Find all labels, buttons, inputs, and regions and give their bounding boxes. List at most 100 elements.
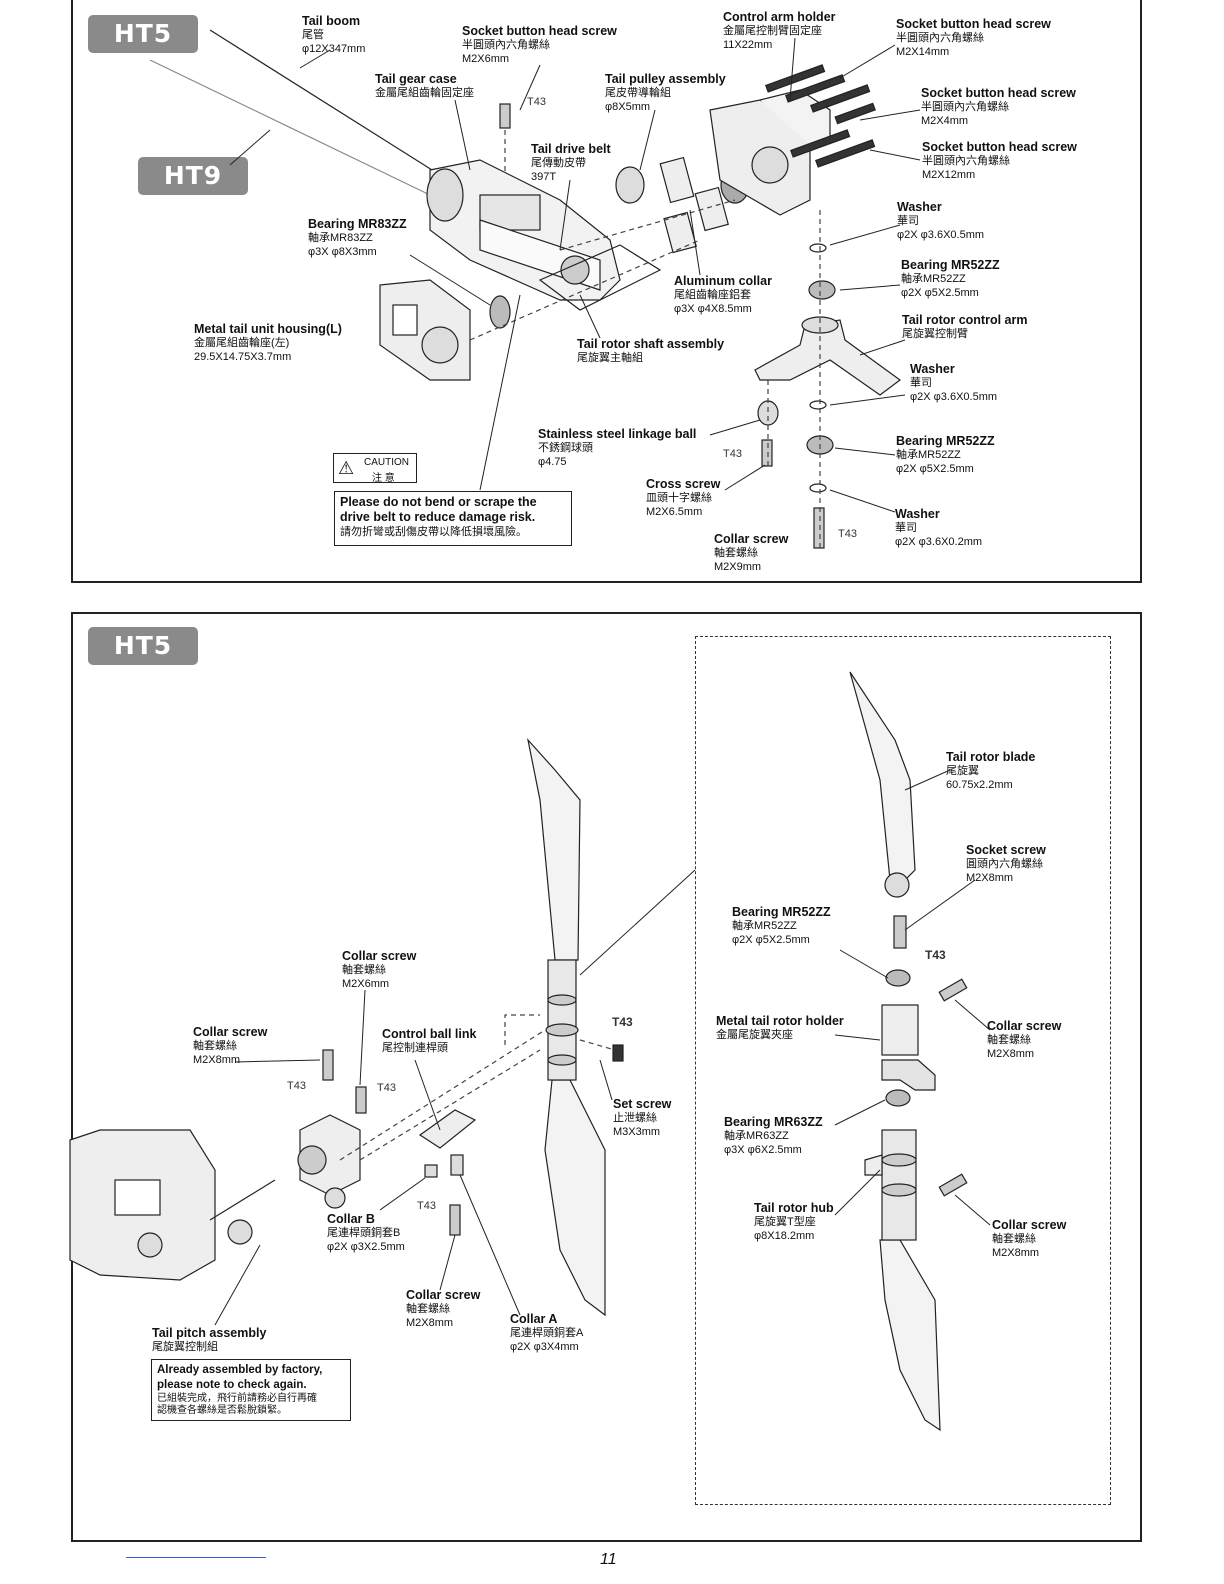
tail-rotor-control-arm-shape — [754, 316, 902, 396]
linkage-ball-shape — [757, 400, 779, 426]
detail-dashed-box — [695, 636, 1111, 1505]
washer-3-shape — [809, 483, 827, 493]
tail-boom-line-lower — [149, 59, 431, 196]
tag-t43-b3: T43 — [377, 1082, 396, 1094]
socket-screw-m2x6-shape — [499, 103, 511, 129]
leader-lines-top — [229, 37, 921, 513]
collar-screw-bottom-shape — [449, 1204, 461, 1236]
long-screws — [765, 64, 876, 168]
bearing-mr63zz-shape — [885, 1089, 911, 1107]
tag-t43-3: T43 — [838, 528, 857, 540]
aluminum-collar-b — [663, 211, 697, 254]
factory-note-box: Already assembled by factory, please not… — [151, 1359, 351, 1421]
assembly-dashed-lines-bottom — [339, 1014, 616, 1161]
metal-tail-housing-shape — [379, 279, 471, 381]
set-screw-shape — [612, 1044, 624, 1062]
warning-icon: ⚠ — [338, 458, 355, 478]
collar-screw-m2x6-shape — [355, 1086, 367, 1114]
bottom-diagram-panel — [71, 612, 1142, 1542]
tail-pulley-shape — [615, 166, 645, 204]
washer-2-shape — [809, 400, 827, 410]
tail-drive-belt-shape — [538, 244, 662, 311]
tail-rotor-hub-shape — [864, 1129, 917, 1241]
collar-b-shape — [424, 1164, 438, 1178]
washer-1-shape — [809, 243, 827, 253]
tail-gear-case-shape — [426, 159, 621, 301]
collar-screw-m2x9-shape — [813, 507, 825, 549]
badge-ht9: HT9 — [138, 157, 248, 195]
assembly-dashed-lines — [469, 130, 821, 550]
cross-screw-shape — [761, 439, 773, 467]
tail-pitch-assembly-shape — [69, 1129, 276, 1281]
footer-link-line — [126, 1557, 266, 1558]
collar-screw-m2x8-shape — [322, 1049, 334, 1081]
aluminum-collar-c — [694, 186, 729, 232]
large-tail-rotor-blade-shape — [526, 737, 606, 1317]
leader-lines-detail — [834, 769, 991, 1226]
metal-tail-rotor-holder-shape — [881, 1004, 936, 1091]
tag-t43-b4: T43 — [417, 1200, 436, 1212]
control-ball-link-shape — [418, 1109, 477, 1149]
control-arm-holder-shape — [709, 89, 831, 216]
tag-t43-2: T43 — [723, 448, 742, 460]
page-number: 11 — [600, 1551, 617, 1568]
detail-tail-rotor-blade-shape — [849, 671, 941, 1432]
tag-t43-b5: T43 — [925, 948, 946, 962]
tag-t43-1: T43 — [527, 96, 546, 108]
label-metal-tail-housing: Metal tail unit housing(L)金屬尾組齒輪座(左)29.5… — [194, 322, 342, 363]
pitch-slider-shape — [297, 1114, 361, 1209]
tail-boom-line-upper — [209, 29, 441, 176]
bearing-mr52zz-detail-shape — [885, 969, 911, 987]
bearing-mr52zz-1-shape — [808, 280, 836, 300]
leader-lines-bottom — [214, 869, 696, 1326]
collar-a-shape — [450, 1154, 464, 1176]
collar-screw-detail-1-shape — [938, 978, 968, 1002]
tag-t43-b2: T43 — [287, 1080, 306, 1092]
bearing-mr83zz-shape — [489, 295, 511, 329]
socket-screw-m2x8-shape — [893, 915, 907, 949]
caution-note-box: Please do not bend or scrape the drive b… — [334, 491, 572, 546]
aluminum-collar-a — [659, 156, 695, 204]
badge-ht5-top: HT5 — [88, 15, 198, 53]
caution-badge: ⚠ CAUTION 注 意 — [333, 453, 417, 484]
tag-t43-b1: T43 — [612, 1015, 633, 1029]
